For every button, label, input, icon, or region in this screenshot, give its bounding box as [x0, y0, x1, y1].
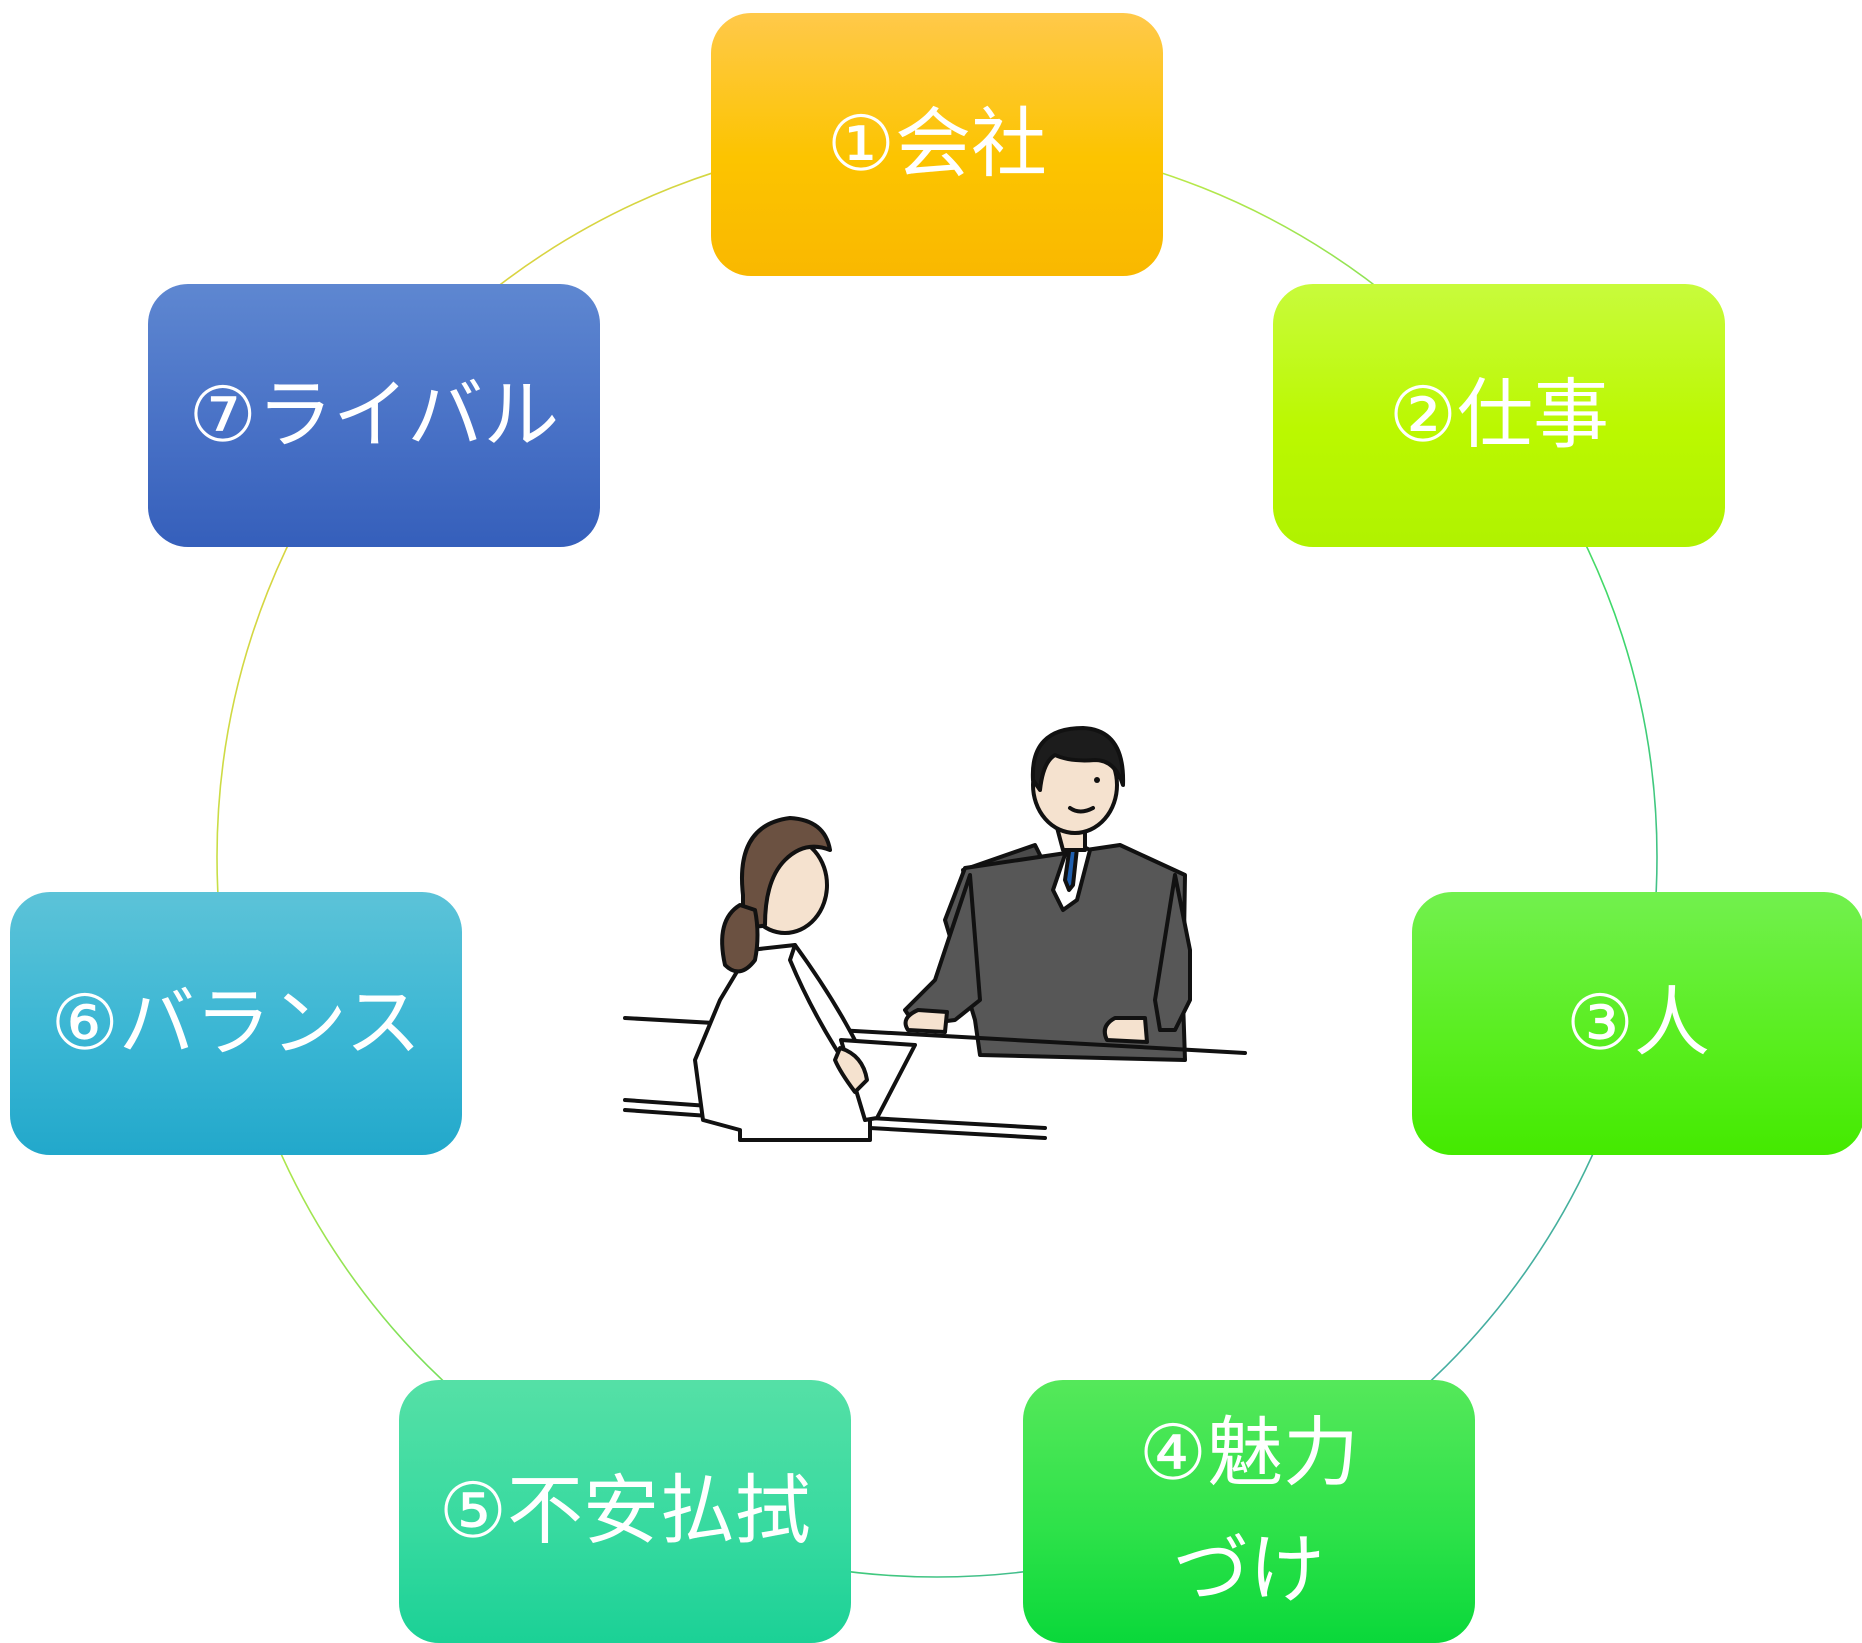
candidate-figure	[693, 816, 917, 1142]
interview-illustration	[623, 726, 1247, 1142]
cycle-node-appeal: ④魅力 づけ	[1023, 1380, 1475, 1643]
interviewer-figure	[903, 726, 1192, 1062]
node-label: ④魅力	[1138, 1407, 1360, 1497]
node-label: ①会社	[826, 99, 1048, 189]
cycle-node-company: ①会社	[711, 13, 1163, 276]
node-label: ⑦ライバル	[188, 370, 560, 460]
cycle-node-balance: ⑥バランス	[10, 892, 462, 1155]
cycle-node-work: ②仕事	[1273, 284, 1725, 547]
node-label-line-2: づけ	[1173, 1524, 1325, 1614]
cycle-node-people: ③人	[1412, 892, 1862, 1155]
cycle-node-anxiety-relief: ⑤不安払拭	[399, 1380, 851, 1643]
node-label: ⑤不安払拭	[438, 1466, 812, 1556]
node-label: ②仕事	[1388, 370, 1610, 460]
cycle-node-rival: ⑦ライバル	[148, 284, 600, 547]
node-label: ③人	[1565, 978, 1711, 1068]
node-label: ⑥バランス	[50, 978, 422, 1068]
